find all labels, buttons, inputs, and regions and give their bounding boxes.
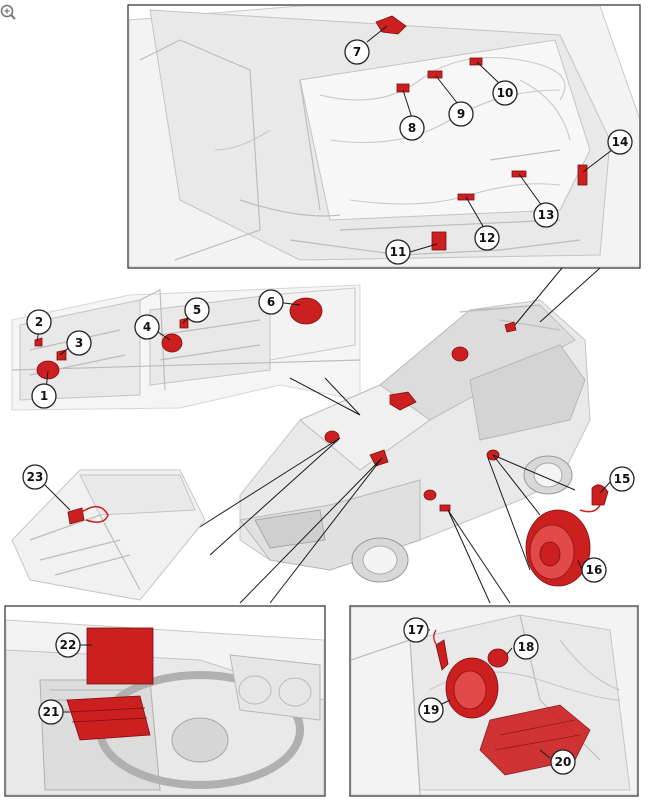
component-11	[431, 231, 447, 251]
callout-16: 16	[581, 557, 607, 583]
svg-text:8: 8	[408, 121, 416, 135]
callout-19: 19	[418, 697, 444, 723]
callout-6: 6	[258, 289, 284, 315]
view-connectors	[194, 267, 601, 604]
callout-21: 21	[38, 699, 64, 725]
dashboard-panel	[4, 605, 326, 797]
component-21-audio-unit	[66, 695, 151, 741]
svg-text:21: 21	[43, 705, 60, 719]
vehicle-illustration	[239, 299, 591, 583]
callout-20: 20	[550, 749, 576, 775]
vehicle-component-floor	[439, 504, 451, 512]
svg-text:16: 16	[586, 563, 603, 577]
svg-text:23: 23	[27, 470, 44, 484]
component-10	[469, 57, 483, 66]
component-23	[67, 507, 85, 525]
svg-text:13: 13	[538, 208, 555, 222]
callout-2: 2	[26, 309, 52, 335]
svg-text:20: 20	[555, 755, 572, 769]
front-door-speakers-panel	[11, 284, 361, 411]
svg-text:1: 1	[40, 389, 48, 403]
callout-4: 4	[134, 314, 160, 340]
audio-module-23-panel	[11, 469, 206, 601]
svg-text:6: 6	[267, 295, 275, 309]
callout-18: 18	[513, 634, 539, 660]
vehicle-component-rear-roof	[451, 346, 469, 362]
callout-9: 9	[448, 101, 474, 127]
callout-22: 22	[55, 632, 81, 658]
svg-text:17: 17	[408, 623, 425, 637]
svg-text:12: 12	[479, 231, 496, 245]
callout-14: 14	[607, 129, 633, 155]
svg-text:9: 9	[457, 107, 465, 121]
component-6-dash-speaker	[289, 297, 323, 325]
component-15	[591, 484, 609, 506]
vehicle-component-front-door	[423, 489, 437, 501]
callout-8: 8	[399, 115, 425, 141]
callout-10: 10	[492, 80, 518, 106]
rear-cargo-panel	[349, 605, 639, 797]
callout-15: 15	[609, 466, 635, 492]
callout-11: 11	[385, 239, 411, 265]
callout-3: 3	[66, 330, 92, 356]
component-9	[427, 70, 443, 79]
callout-13: 13	[533, 202, 559, 228]
callout-12: 12	[474, 225, 500, 251]
callout-7: 7	[344, 39, 370, 65]
svg-text:18: 18	[518, 640, 535, 654]
component-8	[396, 83, 410, 93]
component-18	[487, 648, 509, 668]
rear-tailgate-panel	[127, 4, 641, 269]
svg-text:5: 5	[193, 303, 201, 317]
svg-text:14: 14	[612, 135, 629, 149]
svg-text:15: 15	[614, 472, 631, 486]
zoom-in-icon[interactable]	[0, 4, 16, 20]
vehicle-component-tailgate	[504, 321, 517, 333]
rear-door-speaker-detail	[525, 479, 613, 587]
callout-5: 5	[184, 297, 210, 323]
callout-1: 1	[31, 383, 57, 409]
svg-text:10: 10	[497, 86, 514, 100]
svg-text:2: 2	[35, 315, 43, 329]
component-14	[577, 164, 588, 186]
svg-text:3: 3	[75, 336, 83, 350]
svg-text:22: 22	[60, 638, 77, 652]
svg-text:7: 7	[353, 45, 361, 59]
svg-text:19: 19	[423, 703, 440, 717]
callout-17: 17	[403, 617, 429, 643]
vehicle-component-dash	[369, 449, 389, 467]
vehicle-component-roof	[389, 391, 417, 411]
callout-23: 23	[22, 464, 48, 490]
svg-text:4: 4	[143, 320, 151, 334]
svg-text:11: 11	[390, 245, 407, 259]
component-1-front-door-speaker-left	[36, 360, 60, 380]
component-22-touchscreen-display	[86, 627, 154, 685]
